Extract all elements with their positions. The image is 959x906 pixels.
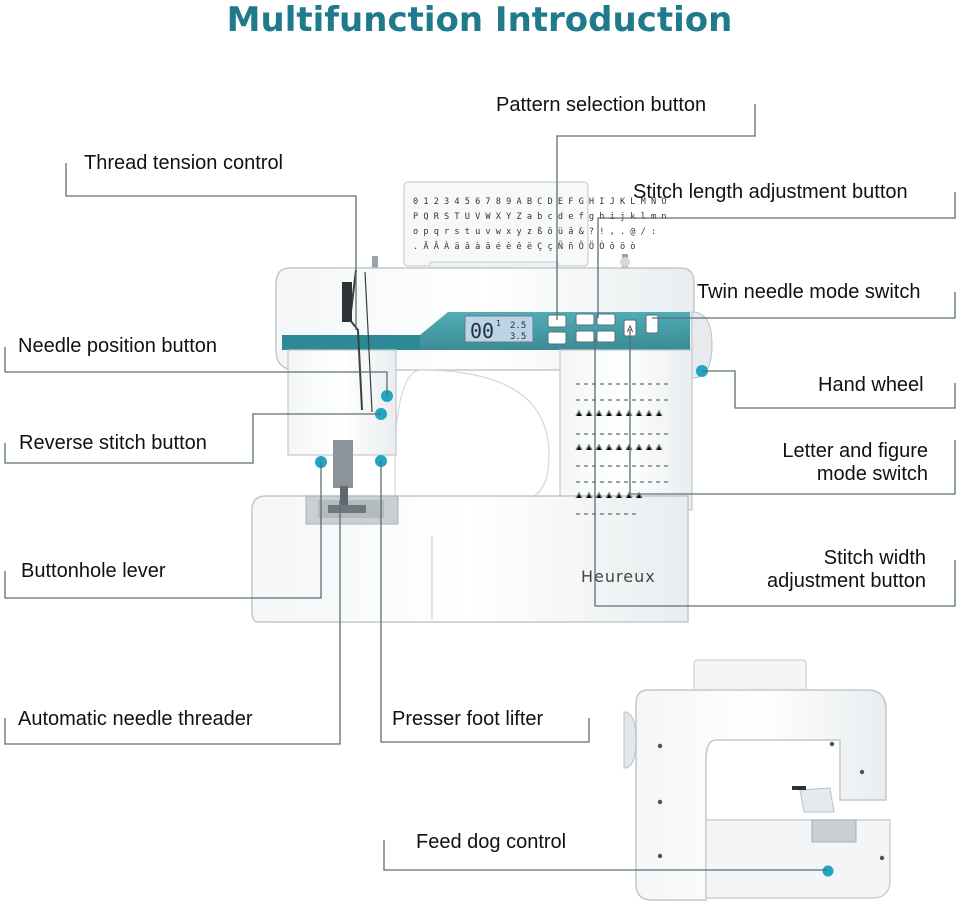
chart-line-1: 0 1 2 3 4 5 6 7 8 9 A B C D E F G H I J … bbox=[413, 197, 667, 207]
leader-needle-position bbox=[4, 347, 388, 396]
leader-presser-foot bbox=[380, 461, 590, 743]
label-pattern-selection-button: Pattern selection button bbox=[496, 94, 707, 116]
label-presser-foot-lifter: Presser foot lifter bbox=[392, 708, 544, 730]
leader-auto-threader bbox=[4, 500, 341, 745]
chart-line-2: P Q R S T U V W X Y Z a b c d e f g h i … bbox=[413, 212, 667, 222]
rear-view-machine bbox=[623, 659, 891, 901]
label-letter-figure-line1: Letter and figure bbox=[782, 440, 928, 462]
leader-feed-dog bbox=[383, 840, 828, 871]
leader-buttonhole-lever bbox=[4, 462, 322, 599]
label-stitch-width-line2: adjustment button bbox=[767, 570, 926, 592]
letter-mode-glyph: A bbox=[627, 324, 633, 334]
label-stitch-length-button: Stitch length adjustment button bbox=[633, 181, 908, 203]
label-letter-figure-line2: mode switch bbox=[816, 463, 928, 485]
label-stitch-width-line1: Stitch width bbox=[823, 547, 926, 569]
label-needle-position-button: Needle position button bbox=[18, 335, 218, 357]
leader-lines bbox=[4, 104, 956, 871]
label-automatic-needle-threader: Automatic needle threader bbox=[18, 708, 253, 730]
main-machine: 00 1 2.5 3.5 A Heureux bbox=[251, 254, 713, 623]
label-feed-dog-control: Feed dog control bbox=[416, 831, 567, 853]
lcd-stitch-width: 3.5 bbox=[510, 332, 526, 342]
lcd-stitch-length: 2.5 bbox=[510, 321, 526, 331]
leader-twin-needle bbox=[652, 292, 956, 319]
leader-thread-tension bbox=[65, 163, 357, 330]
label-twin-needle-switch: Twin needle mode switch bbox=[697, 281, 921, 303]
page-title: Multifunction Introduction bbox=[226, 0, 733, 40]
label-reverse-stitch-button: Reverse stitch button bbox=[19, 432, 207, 454]
chart-line-3: o p q r s t u v w x y z ß ö ü ä & ? ! , … bbox=[413, 227, 656, 237]
label-buttonhole-lever: Buttonhole lever bbox=[21, 560, 166, 582]
brand-logo: Heureux bbox=[581, 567, 656, 586]
lcd-pattern-index: 1 bbox=[496, 319, 501, 328]
label-hand-wheel: Hand wheel bbox=[818, 374, 924, 396]
leader-hand-wheel bbox=[702, 370, 956, 409]
lcd-pattern-number: 00 bbox=[470, 319, 494, 343]
stitch-chart-card: 0 1 2 3 4 5 6 7 8 9 A B C D E F G H I J … bbox=[403, 181, 667, 275]
leader-stitch-length bbox=[597, 192, 956, 318]
leader-letter-figure bbox=[629, 330, 956, 495]
leader-reverse-stitch bbox=[4, 413, 381, 464]
leader-stitch-width bbox=[594, 338, 956, 607]
label-thread-tension-control: Thread tension control bbox=[84, 152, 284, 174]
chart-line-4: . Ä Â À ä â à â é è ê ë Ç ç Ñ ñ Ô Ö Ò ô … bbox=[413, 240, 635, 252]
leader-pattern-selection bbox=[556, 104, 756, 320]
